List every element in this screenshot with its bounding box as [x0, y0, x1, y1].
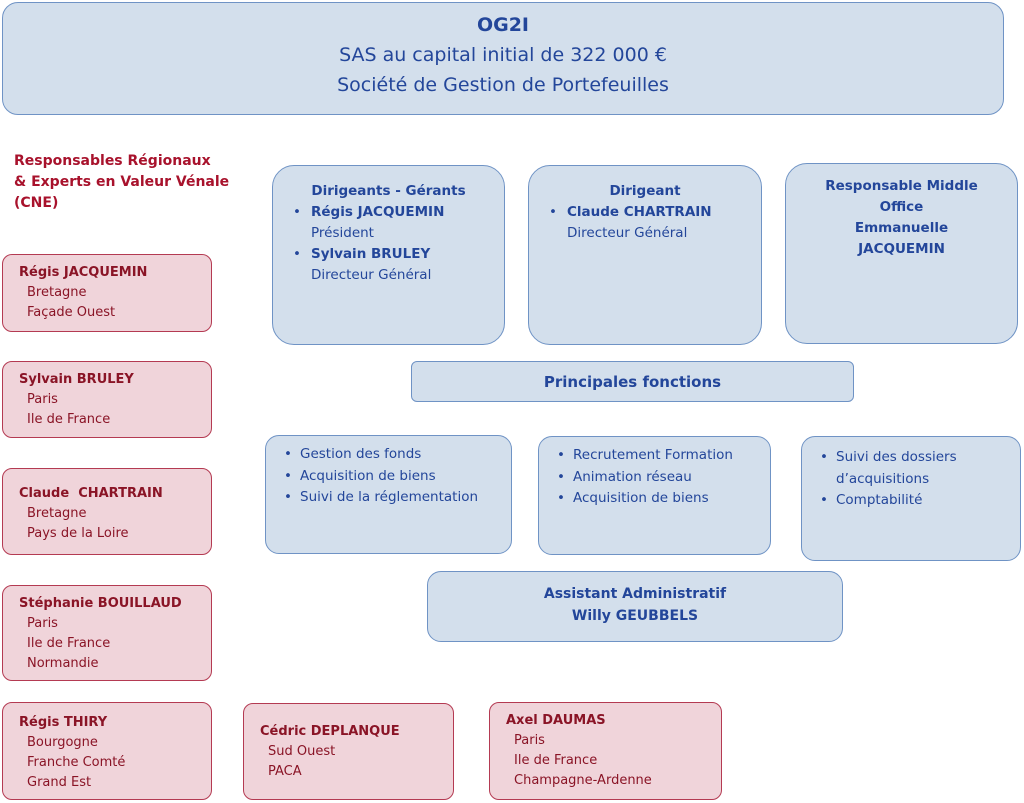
regional-name: Axel DAUMAS	[506, 713, 606, 728]
regional-box-thiry: Régis THIRY Bourgogne Franche Comté Gran…	[2, 702, 212, 800]
regional-area: Bourgogne	[27, 735, 98, 750]
person-role: Président	[311, 225, 374, 241]
dirigeant-title: Dirigeant	[609, 183, 681, 199]
regional-box-bouillaud: Stéphanie BOUILLAUD Paris Ile de France …	[2, 585, 212, 681]
regional-area: PACA	[268, 764, 302, 779]
function-item: •Gestion des fonds	[284, 444, 511, 466]
regional-name: Claude CHARTRAIN	[19, 486, 163, 501]
dirigeant-box: Dirigeant • Claude CHARTRAIN Directeur Gé…	[528, 165, 762, 345]
bullet-icon: •	[284, 446, 292, 462]
principales-fonctions-label: Principales fonctions	[411, 361, 854, 402]
regional-name: Stéphanie BOUILLAUD	[19, 596, 182, 611]
regional-box-daumas: Axel DAUMAS Paris Ile de France Champagn…	[489, 702, 722, 800]
regional-name: Régis THIRY	[19, 715, 108, 730]
middle-office-line: Office	[879, 199, 924, 215]
regional-area: Champagne-Ardenne	[514, 773, 652, 788]
functions-box-2: •Recrutement Formation •Animation réseau…	[538, 436, 771, 555]
bullet-icon: •	[284, 489, 292, 505]
regional-box-bruley: Sylvain BRULEY Paris Ile de France	[2, 361, 212, 438]
regional-area: Bretagne	[27, 285, 87, 300]
middle-office-line: Emmanuelle	[854, 220, 949, 236]
regional-area: Sud Ouest	[268, 744, 336, 759]
bullet-icon: •	[293, 204, 301, 220]
person-item: • Sylvain BRULEY Directeur Général	[293, 244, 504, 286]
function-item: •Acquisition de biens	[557, 488, 770, 510]
middle-office-line: Responsable Middle	[825, 178, 978, 194]
function-item: •Animation réseau	[557, 467, 770, 489]
regional-box-chartrain: Claude CHARTRAIN Bretagne Pays de la Loi…	[2, 468, 212, 555]
bullet-icon: •	[557, 468, 565, 485]
regional-area: Paris	[27, 392, 58, 407]
functions-box-3: •Suivi des dossiers d’acquisitions •Comp…	[801, 436, 1021, 561]
bullet-icon: •	[557, 447, 565, 463]
company-header: OG2I SAS au capital initial de 322 000 €…	[2, 2, 1004, 115]
bullet-icon: •	[820, 492, 828, 508]
regional-area: Bretagne	[27, 506, 87, 521]
regional-name: Cédric DEPLANQUE	[260, 724, 400, 739]
bullet-icon: •	[820, 449, 828, 465]
company-capital: SAS au capital initial de 322 000 €	[339, 44, 667, 66]
regional-area: Pays de la Loire	[27, 526, 129, 541]
regional-area: Paris	[27, 616, 58, 631]
person-name: Régis JACQUEMIN	[311, 204, 445, 220]
company-type: Société de Gestion de Portefeuilles	[337, 74, 669, 96]
regional-section-title: Responsables Régionaux & Experts en Vale…	[14, 153, 230, 211]
bullet-icon: •	[284, 467, 292, 484]
regional-area: Façade Ouest	[27, 305, 116, 320]
regional-area: Paris	[514, 733, 545, 748]
regional-area: Normandie	[27, 656, 99, 671]
bullet-icon: •	[557, 490, 565, 506]
assistant-name: Willy GEUBBELS	[571, 608, 699, 624]
function-item: •Acquisition de biens	[284, 466, 511, 488]
regional-box-deplanque: Cédric DEPLANQUE Sud Ouest PACA	[243, 703, 454, 800]
regional-name: Sylvain BRULEY	[19, 372, 134, 387]
dirigeants-gerants-box: Dirigeants - Gérants • Régis JACQUEMIN Pr…	[272, 165, 505, 345]
function-item: •Recrutement Formation	[557, 445, 770, 467]
regional-box-jacquemin: Régis JACQUEMIN Bretagne Façade Ouest	[2, 254, 212, 332]
regional-area: Ile de France	[27, 636, 111, 651]
function-item: •Suivi des dossiers d’acquisitions	[820, 449, 957, 487]
assistant-box: Assistant Administratif Willy GEUBBELS	[427, 571, 843, 642]
company-name: OG2I	[476, 14, 530, 36]
assistant-title: Assistant Administratif	[543, 586, 727, 602]
regional-area: Ile de France	[27, 412, 111, 427]
bullet-icon: •	[549, 204, 557, 220]
dirigeants-gerants-title: Dirigeants - Gérants	[311, 183, 466, 199]
bullet-icon: •	[293, 246, 301, 262]
middle-office-box: Responsable Middle Office Emmanuelle JAC…	[785, 163, 1018, 344]
function-item: •Comptabilité	[820, 490, 970, 512]
regional-area: Franche Comté	[27, 755, 126, 770]
person-name: Sylvain BRULEY	[311, 246, 431, 262]
person-item: • Régis JACQUEMIN Président	[293, 202, 504, 244]
person-role: Directeur Général	[311, 267, 432, 283]
person-role: Directeur Général	[567, 225, 688, 241]
middle-office-line: JACQUEMIN	[858, 241, 945, 257]
functions-box-1: •Gestion des fonds •Acquisition de biens…	[265, 435, 512, 554]
regional-name: Régis JACQUEMIN	[19, 265, 148, 280]
person-name: Claude CHARTRAIN	[567, 204, 712, 220]
person-item: • Claude CHARTRAIN Directeur Général	[549, 202, 761, 244]
regional-area: Ile de France	[514, 753, 598, 768]
function-item: •Suivi de la réglementation	[284, 487, 511, 509]
regional-area: Grand Est	[27, 775, 92, 790]
